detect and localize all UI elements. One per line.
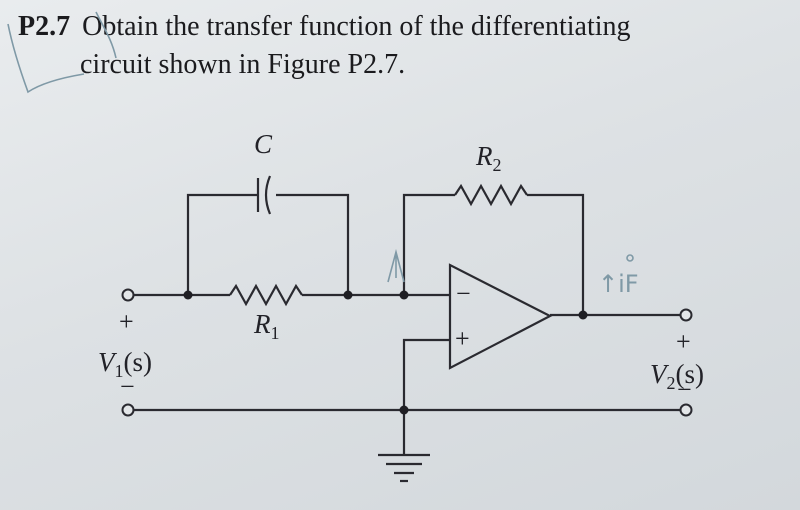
opamp-triangle	[448, 263, 553, 370]
problem-text-line2: circuit shown in Figure P2.7.	[80, 49, 406, 80]
pencil-arrow-mark	[387, 248, 405, 283]
pencil-bracket-mark	[7, 11, 117, 94]
problem-number: P2.7	[18, 11, 71, 42]
resistor-r1	[229, 283, 303, 307]
capacitor-label: C	[254, 129, 273, 159]
resistor1-label: R1	[253, 309, 280, 343]
output-minus-sign: −	[677, 375, 692, 404]
resistor-r2	[454, 183, 528, 207]
problem-text-line1: Obtain the transfer function of the diff…	[82, 11, 631, 42]
junction-node-c	[399, 290, 409, 300]
input-plus-sign: +	[119, 307, 134, 336]
junction-node-ground	[399, 405, 409, 415]
circuit-wires	[134, 183, 680, 455]
ground-symbol	[378, 453, 430, 483]
pencil-dot-mark	[626, 254, 634, 262]
output-voltage-label: V2(s)	[650, 359, 704, 393]
junction-node-b	[343, 290, 353, 300]
input-voltage-label: V1(s)	[98, 347, 152, 381]
output-plus-sign: +	[676, 327, 691, 356]
opamp-minus-label: −	[456, 279, 471, 308]
junction-node-a	[183, 290, 193, 300]
junction-node-d	[578, 310, 588, 320]
capacitor-c	[256, 175, 272, 215]
opamp-plus-label: +	[455, 324, 470, 353]
output-terminal-bottom	[679, 403, 693, 417]
output-terminal-top	[679, 308, 693, 322]
handwritten-current-note: ↑iF	[598, 270, 639, 298]
problem-statement: P2.7 Obtain the transfer function of the …	[18, 8, 793, 84]
input-terminal-top	[121, 288, 135, 302]
input-terminal-bottom	[121, 403, 135, 417]
input-minus-sign: −	[120, 372, 135, 401]
resistor2-label: R2	[475, 141, 502, 175]
